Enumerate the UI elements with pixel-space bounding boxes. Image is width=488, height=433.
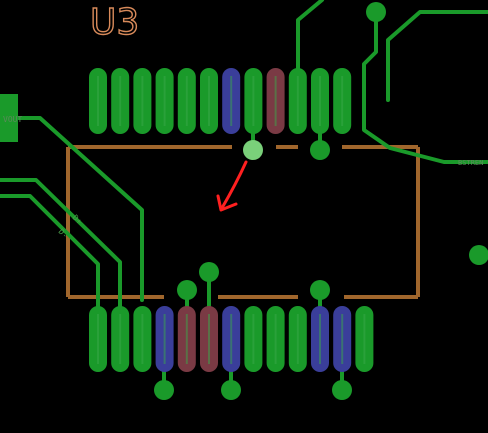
- trace: [16, 116, 144, 302]
- component-outline: [66, 145, 420, 299]
- pads-bottom-row[interactable]: [89, 306, 374, 372]
- trace: [386, 10, 488, 102]
- right-pad-net-label: BSTREN: [458, 159, 483, 167]
- via[interactable]: [177, 280, 197, 300]
- component-designator: U3: [90, 2, 139, 43]
- trace: [0, 194, 100, 332]
- trace: [362, 10, 378, 102]
- via[interactable]: [243, 140, 263, 160]
- left-edge-pad[interactable]: [0, 94, 18, 142]
- left-pad-net-label: VOUT: [3, 115, 22, 124]
- via[interactable]: [310, 140, 330, 160]
- via[interactable]: [221, 380, 241, 400]
- via[interactable]: [332, 380, 352, 400]
- trace: [362, 98, 488, 164]
- via[interactable]: [469, 245, 488, 265]
- via[interactable]: [366, 2, 386, 22]
- annotation-arrow: [216, 160, 248, 212]
- via[interactable]: [154, 380, 174, 400]
- arrow-shaft: [220, 160, 248, 210]
- arrow-head: [216, 194, 238, 212]
- via[interactable]: [310, 280, 330, 300]
- via[interactable]: [199, 262, 219, 282]
- trace: [0, 178, 122, 332]
- pads-top-row[interactable]: [89, 68, 352, 134]
- traces: [0, 0, 488, 392]
- vias[interactable]: [154, 2, 488, 400]
